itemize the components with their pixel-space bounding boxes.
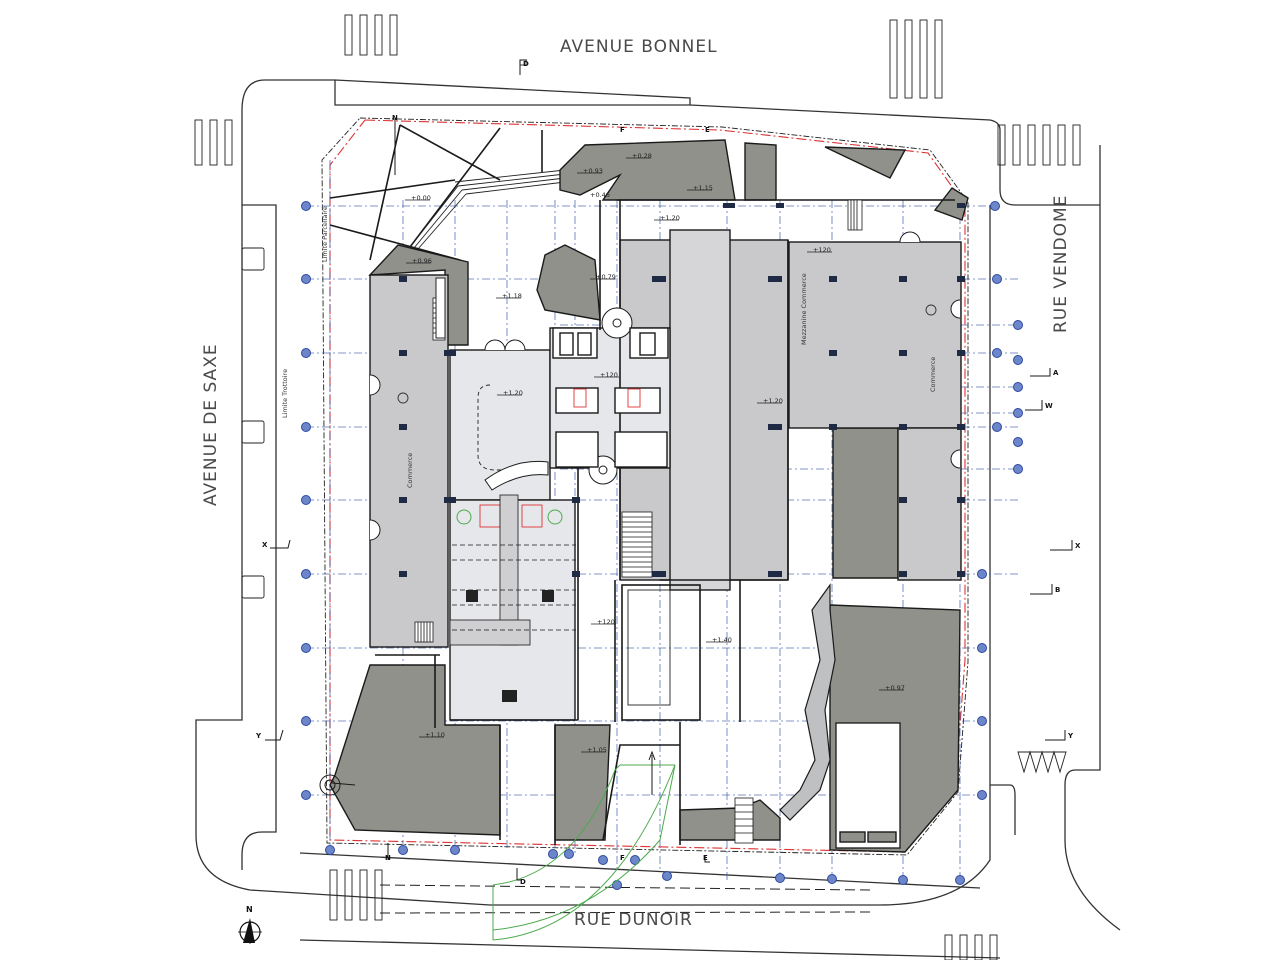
room-label-mezzanine-commerce: Mezzanine Commerce [800,273,808,345]
grid-bubbles [301,201,1023,890]
crosswalk-north [344,14,943,99]
level-marker: +0.46 [590,191,610,199]
vehicle-swept-path [492,764,676,941]
entrance-doors [369,231,961,541]
level-marker: +1.05 [587,746,607,754]
elevator-core [552,327,669,468]
direction-arrow [648,750,656,795]
section-label: E [703,854,708,862]
level-marker: +0.28 [632,152,652,160]
site-boundary [321,117,969,856]
section-label: D [523,60,529,68]
street-name-east: RUE VENDOME [1051,195,1071,333]
room-label-commerce-west: Commerce [406,453,414,488]
loading-bay [835,722,901,849]
level-marker: +0.79 [596,273,616,281]
crosswalk-se [944,934,998,960]
level-marker: +1.18 [502,292,522,300]
section-label: D [520,878,526,886]
level-marker: +0.00 [411,194,431,202]
section-label: F [620,126,625,134]
section-label: N [385,854,391,862]
street-name-west: AVENUE DE SAXE [201,343,221,506]
limite-parcellaire-label: Limite Parcellaire [321,206,329,262]
accessible-wc-circles [456,509,563,525]
street-curbs [195,79,1121,959]
crosswalk-ne [997,124,1081,166]
street-name-north: AVENUE BONNEL [560,37,718,57]
equipment-symbols [435,277,554,702]
central-ramp [669,229,731,591]
level-markers: +0.00 +0.93 +0.28 +1.15 +0.46 +1.20 +0.9… [411,152,905,754]
level-marker: +0.96 [412,257,432,265]
north-arrow-label: N [246,905,253,914]
level-marker: +0.97 [885,684,905,692]
section-label: B [1055,586,1060,594]
level-marker: +0.93 [583,167,603,175]
level-marker: +120 [813,246,831,254]
section-label: F [620,854,625,862]
tree-pits [241,247,265,599]
structural-columns [399,203,965,577]
section-label: N [392,114,398,122]
level-marker: +1.40 [712,636,732,644]
crosswalk-nw [194,119,233,166]
level-marker: +1.15 [693,184,713,192]
street-name-south: RUE DUNOIR [574,910,693,930]
section-label: Y [1067,732,1074,740]
zigzag-marking [1017,750,1067,774]
section-label: Y [255,732,262,740]
mezzanine-commerce-zone [788,241,962,429]
level-marker: +1.20 [503,389,523,397]
level-marker: +1.20 [763,397,783,405]
wc-fixtures [479,388,641,528]
commerce-east-zone [897,427,962,581]
section-label: E [705,126,710,134]
level-marker: +120 [600,371,618,379]
section-label: X [262,541,268,549]
level-marker: +120 [597,618,615,626]
level-marker: +1.20 [660,214,680,222]
section-label: A [1053,369,1059,377]
section-label: W [1045,402,1053,410]
section-label: X [1075,542,1081,550]
room-label-commerce-east: Commerce [929,357,937,392]
ramp-path [779,583,836,821]
lobby-curved-stair [484,460,549,491]
north-arrow-icon [238,918,262,944]
limite-trottoire-label: Limite Trottoire [281,369,289,418]
plaza-paving-lines [329,124,566,261]
level-marker: +1.10 [425,731,445,739]
crosswalk-sw [329,869,383,921]
corner-marker [319,774,356,796]
section-d-flag [519,59,527,66]
